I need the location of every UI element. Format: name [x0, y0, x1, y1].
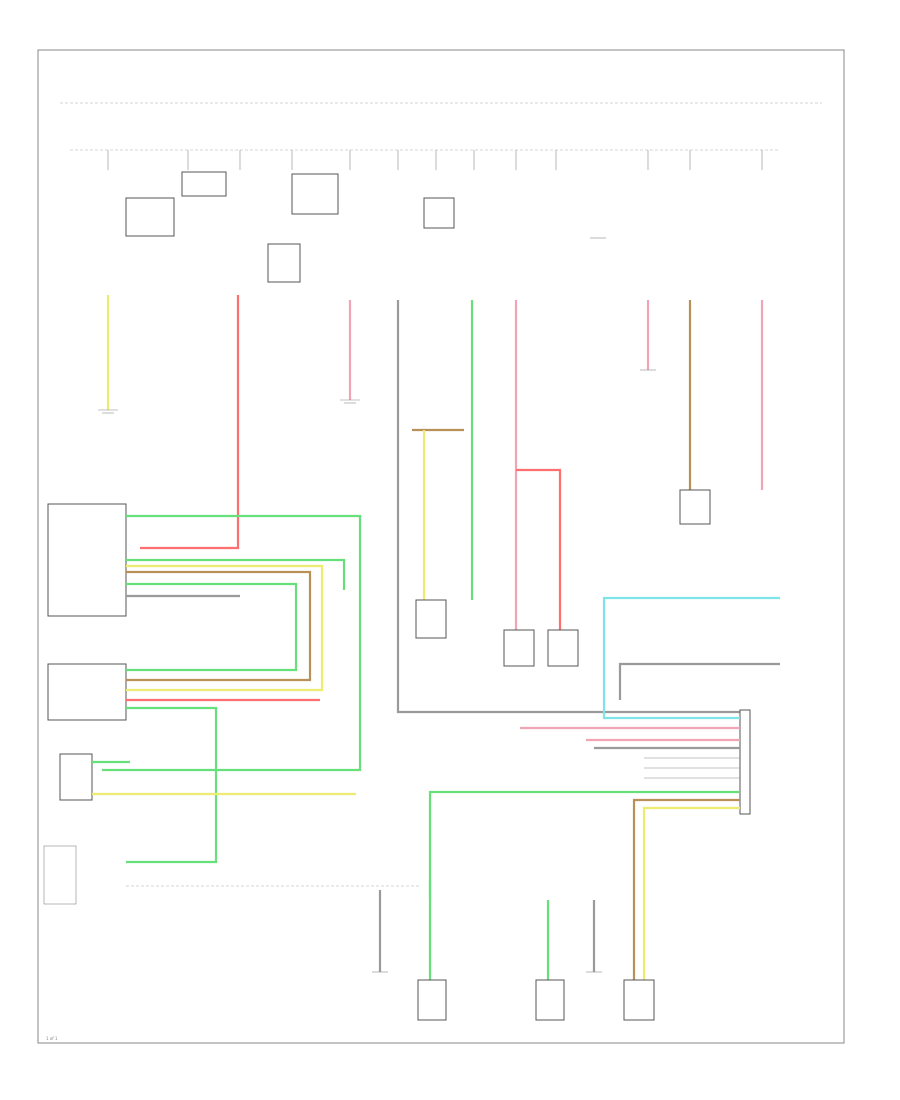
- ground-symbols: [98, 237, 656, 414]
- bottom-device-boxes: [417, 979, 655, 1021]
- relay-box-4: [267, 243, 301, 283]
- bottom-box-motor: [535, 979, 565, 1021]
- wire-yellow-l3: [126, 564, 324, 692]
- wire-red-feed: [140, 295, 240, 550]
- bottom-left-connector: [43, 845, 77, 905]
- wire-brown-r5: [632, 798, 740, 980]
- bottom-box-horn: [417, 979, 447, 1021]
- wire-green-l8: [126, 706, 218, 864]
- right-control-module: [739, 709, 751, 815]
- left-switch-module: [59, 753, 93, 801]
- relay-box-5: [423, 197, 455, 229]
- left-connector-module: [47, 663, 127, 721]
- wire-gray-center: [396, 300, 740, 714]
- wire-gray-top: [618, 662, 780, 700]
- wire-brown-l4: [126, 570, 312, 682]
- device-box-brake: [503, 629, 535, 667]
- diagram-frame: [37, 49, 845, 1044]
- wire-green-l1: [102, 514, 362, 772]
- wire-green-l2: [126, 558, 346, 590]
- right-module-pins: [644, 757, 740, 779]
- fuse-drops: [107, 150, 763, 170]
- device-box-sensor: [679, 489, 711, 525]
- device-boxes: [415, 489, 711, 667]
- page-number: 1 of 1: [46, 1036, 58, 1041]
- relay-box-1: [125, 197, 175, 237]
- wire-yellow-r6: [642, 806, 740, 980]
- device-box-horn: [415, 599, 447, 639]
- left-control-module: [47, 503, 127, 617]
- device-box-cluster: [547, 629, 579, 667]
- relay-box-2: [181, 171, 227, 197]
- wire-green-r4: [428, 790, 740, 900]
- relay-box-3: [291, 173, 339, 215]
- wire-cyan-top: [602, 596, 780, 720]
- bottom-box-sensor: [623, 979, 655, 1021]
- wire-red-right: [516, 468, 562, 640]
- relay-boxes: [125, 171, 455, 283]
- wire-green-l5: [126, 582, 298, 672]
